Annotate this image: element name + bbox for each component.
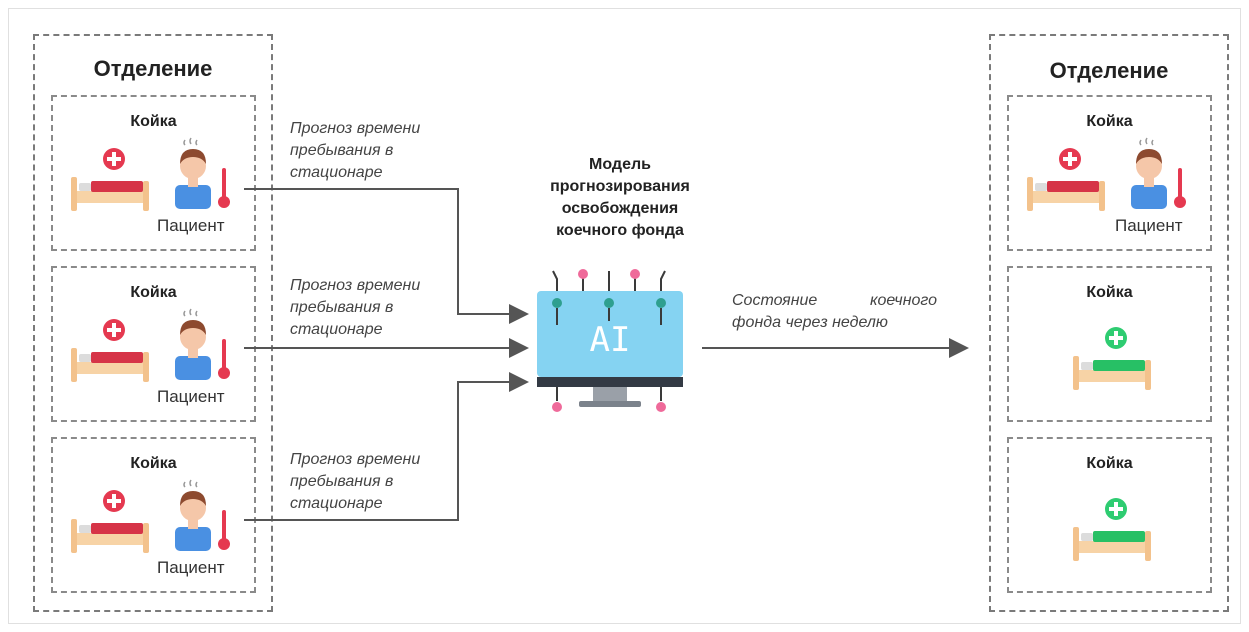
arrow-bed3-to-model xyxy=(244,372,529,521)
patient-icon xyxy=(175,137,211,209)
hospital-bed-free-icon xyxy=(1073,327,1151,390)
forecast-label-3: Прогноз времени пребывания в стационаре xyxy=(290,451,421,512)
thermometer-icon xyxy=(218,510,230,550)
model-screen-text: AI xyxy=(590,320,631,360)
thermometer-icon xyxy=(218,168,230,208)
model-title-line: прогнозирования xyxy=(550,178,690,195)
bed-title: Койка xyxy=(130,455,177,472)
bed-title: Койка xyxy=(130,284,177,301)
page-frame xyxy=(8,8,1241,624)
output-label: Состояние коечного фонда через неделю xyxy=(732,290,937,334)
thermometer-icon xyxy=(1174,168,1186,208)
right-department-title: Отделение xyxy=(1049,58,1169,83)
left-bed-card-2: Койка Пациент xyxy=(51,266,256,422)
hospital-bed-icon xyxy=(71,319,149,382)
left-department-title: Отделение xyxy=(93,56,213,81)
model-title-line: коечного фонда xyxy=(556,222,684,239)
bed-title: Койка xyxy=(130,113,177,130)
arrow-bed1-to-model xyxy=(244,188,529,324)
patient-label: Пациент xyxy=(1115,216,1183,235)
bed-title: Койка xyxy=(1086,113,1133,130)
ai-monitor-icon: AI xyxy=(537,269,683,412)
model-title: Модель прогнозирования освобождения коеч… xyxy=(500,154,740,242)
output-label-line1: Состояние коечного xyxy=(732,290,937,312)
model-title-line: Модель xyxy=(589,156,651,173)
patient-icon xyxy=(1131,137,1167,209)
bed-title: Койка xyxy=(1086,284,1133,301)
patient-label: Пациент xyxy=(157,558,225,577)
right-bed-card-1: Койка Пациент xyxy=(1007,95,1212,251)
left-department: Отделение xyxy=(33,34,273,612)
hospital-bed-icon xyxy=(71,148,149,211)
right-department: Отделение xyxy=(989,34,1229,612)
hospital-bed-icon xyxy=(71,490,149,553)
hospital-bed-icon xyxy=(1027,148,1105,211)
forecast-label-2: Прогноз времени пребывания в стационаре xyxy=(290,277,421,338)
forecast-label-1: Прогноз времени пребывания в стационаре xyxy=(290,120,421,181)
patient-label: Пациент xyxy=(157,216,225,235)
left-bed-card-1: Койка Пациент xyxy=(51,95,256,251)
right-bed-card-2: Койка xyxy=(1007,266,1212,422)
output-label-line2: фонда через неделю xyxy=(732,314,888,331)
patient-icon xyxy=(175,479,211,551)
bed-title: Койка xyxy=(1086,455,1133,472)
patient-label: Пациент xyxy=(157,387,225,406)
output-label-word: Состояние xyxy=(732,292,818,309)
left-bed-card-3: Койка Пациент xyxy=(51,437,256,593)
hospital-bed-free-icon xyxy=(1073,498,1151,561)
thermometer-icon xyxy=(218,339,230,379)
model-title-line: освобождения xyxy=(561,200,679,217)
right-bed-card-3: Койка xyxy=(1007,437,1212,593)
patient-icon xyxy=(175,308,211,380)
output-label-word: коечного xyxy=(869,292,937,309)
